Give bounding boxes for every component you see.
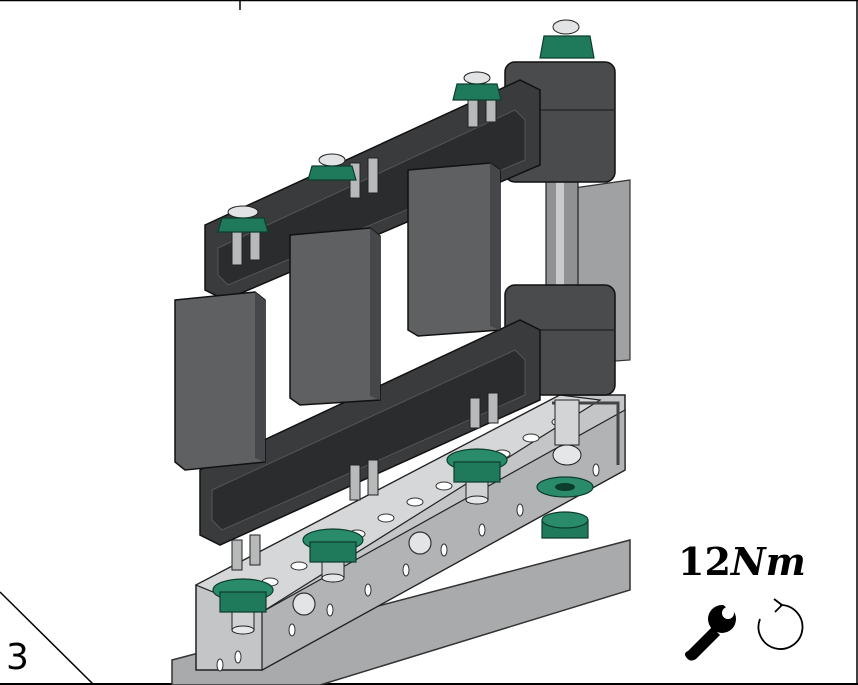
tool-icons <box>684 594 804 661</box>
torque-value: 12Nm <box>678 540 828 584</box>
upper-nuts <box>217 19 595 233</box>
wrench-icon <box>684 594 739 661</box>
mounting-rail <box>171 394 631 685</box>
torque-unit: Nm <box>730 539 806 584</box>
torque-number: 12 <box>678 539 731 584</box>
clockwise-rotation-icon <box>757 598 804 650</box>
step-number: 3 <box>6 637 29 678</box>
threaded-studs <box>231 91 499 571</box>
lower-nuts <box>212 448 594 635</box>
spacer-blocks <box>174 162 501 471</box>
step-corner-divider <box>0 591 95 685</box>
